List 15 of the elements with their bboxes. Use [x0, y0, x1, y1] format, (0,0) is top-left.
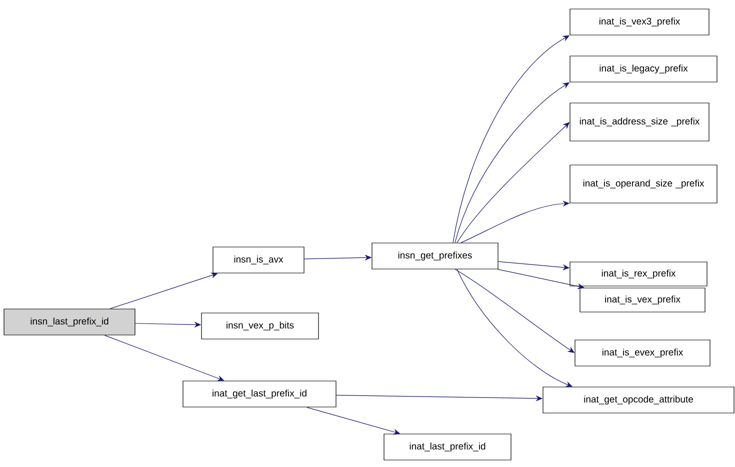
function-box: inat_is_evex_prefix	[574, 340, 710, 366]
function-box: inat_is_address_size _prefix	[570, 102, 710, 142]
function-box: insn_vex_p_bits	[201, 312, 319, 340]
function-box: inat_get_last_prefix_id	[182, 380, 336, 408]
function-box: inat_last_prefix_id	[384, 434, 512, 460]
function-box: inat_get_opcode_attribute	[542, 386, 734, 414]
arrow	[110, 272, 218, 309]
function-box: inat_is_vex_prefix	[580, 288, 706, 312]
function-box: inat_is_rex_prefix	[570, 262, 708, 286]
function-box: inat_is_legacy_prefix	[570, 56, 718, 82]
function-box: inat_is_operand_size _prefix	[570, 164, 718, 204]
function-box: inat_is_vex3_prefix	[570, 8, 710, 36]
function-box: insn_last_prefix_id	[4, 308, 136, 336]
function-box: insn_get_prefixes	[372, 242, 498, 270]
function-box: insn_is_avx	[212, 246, 304, 274]
